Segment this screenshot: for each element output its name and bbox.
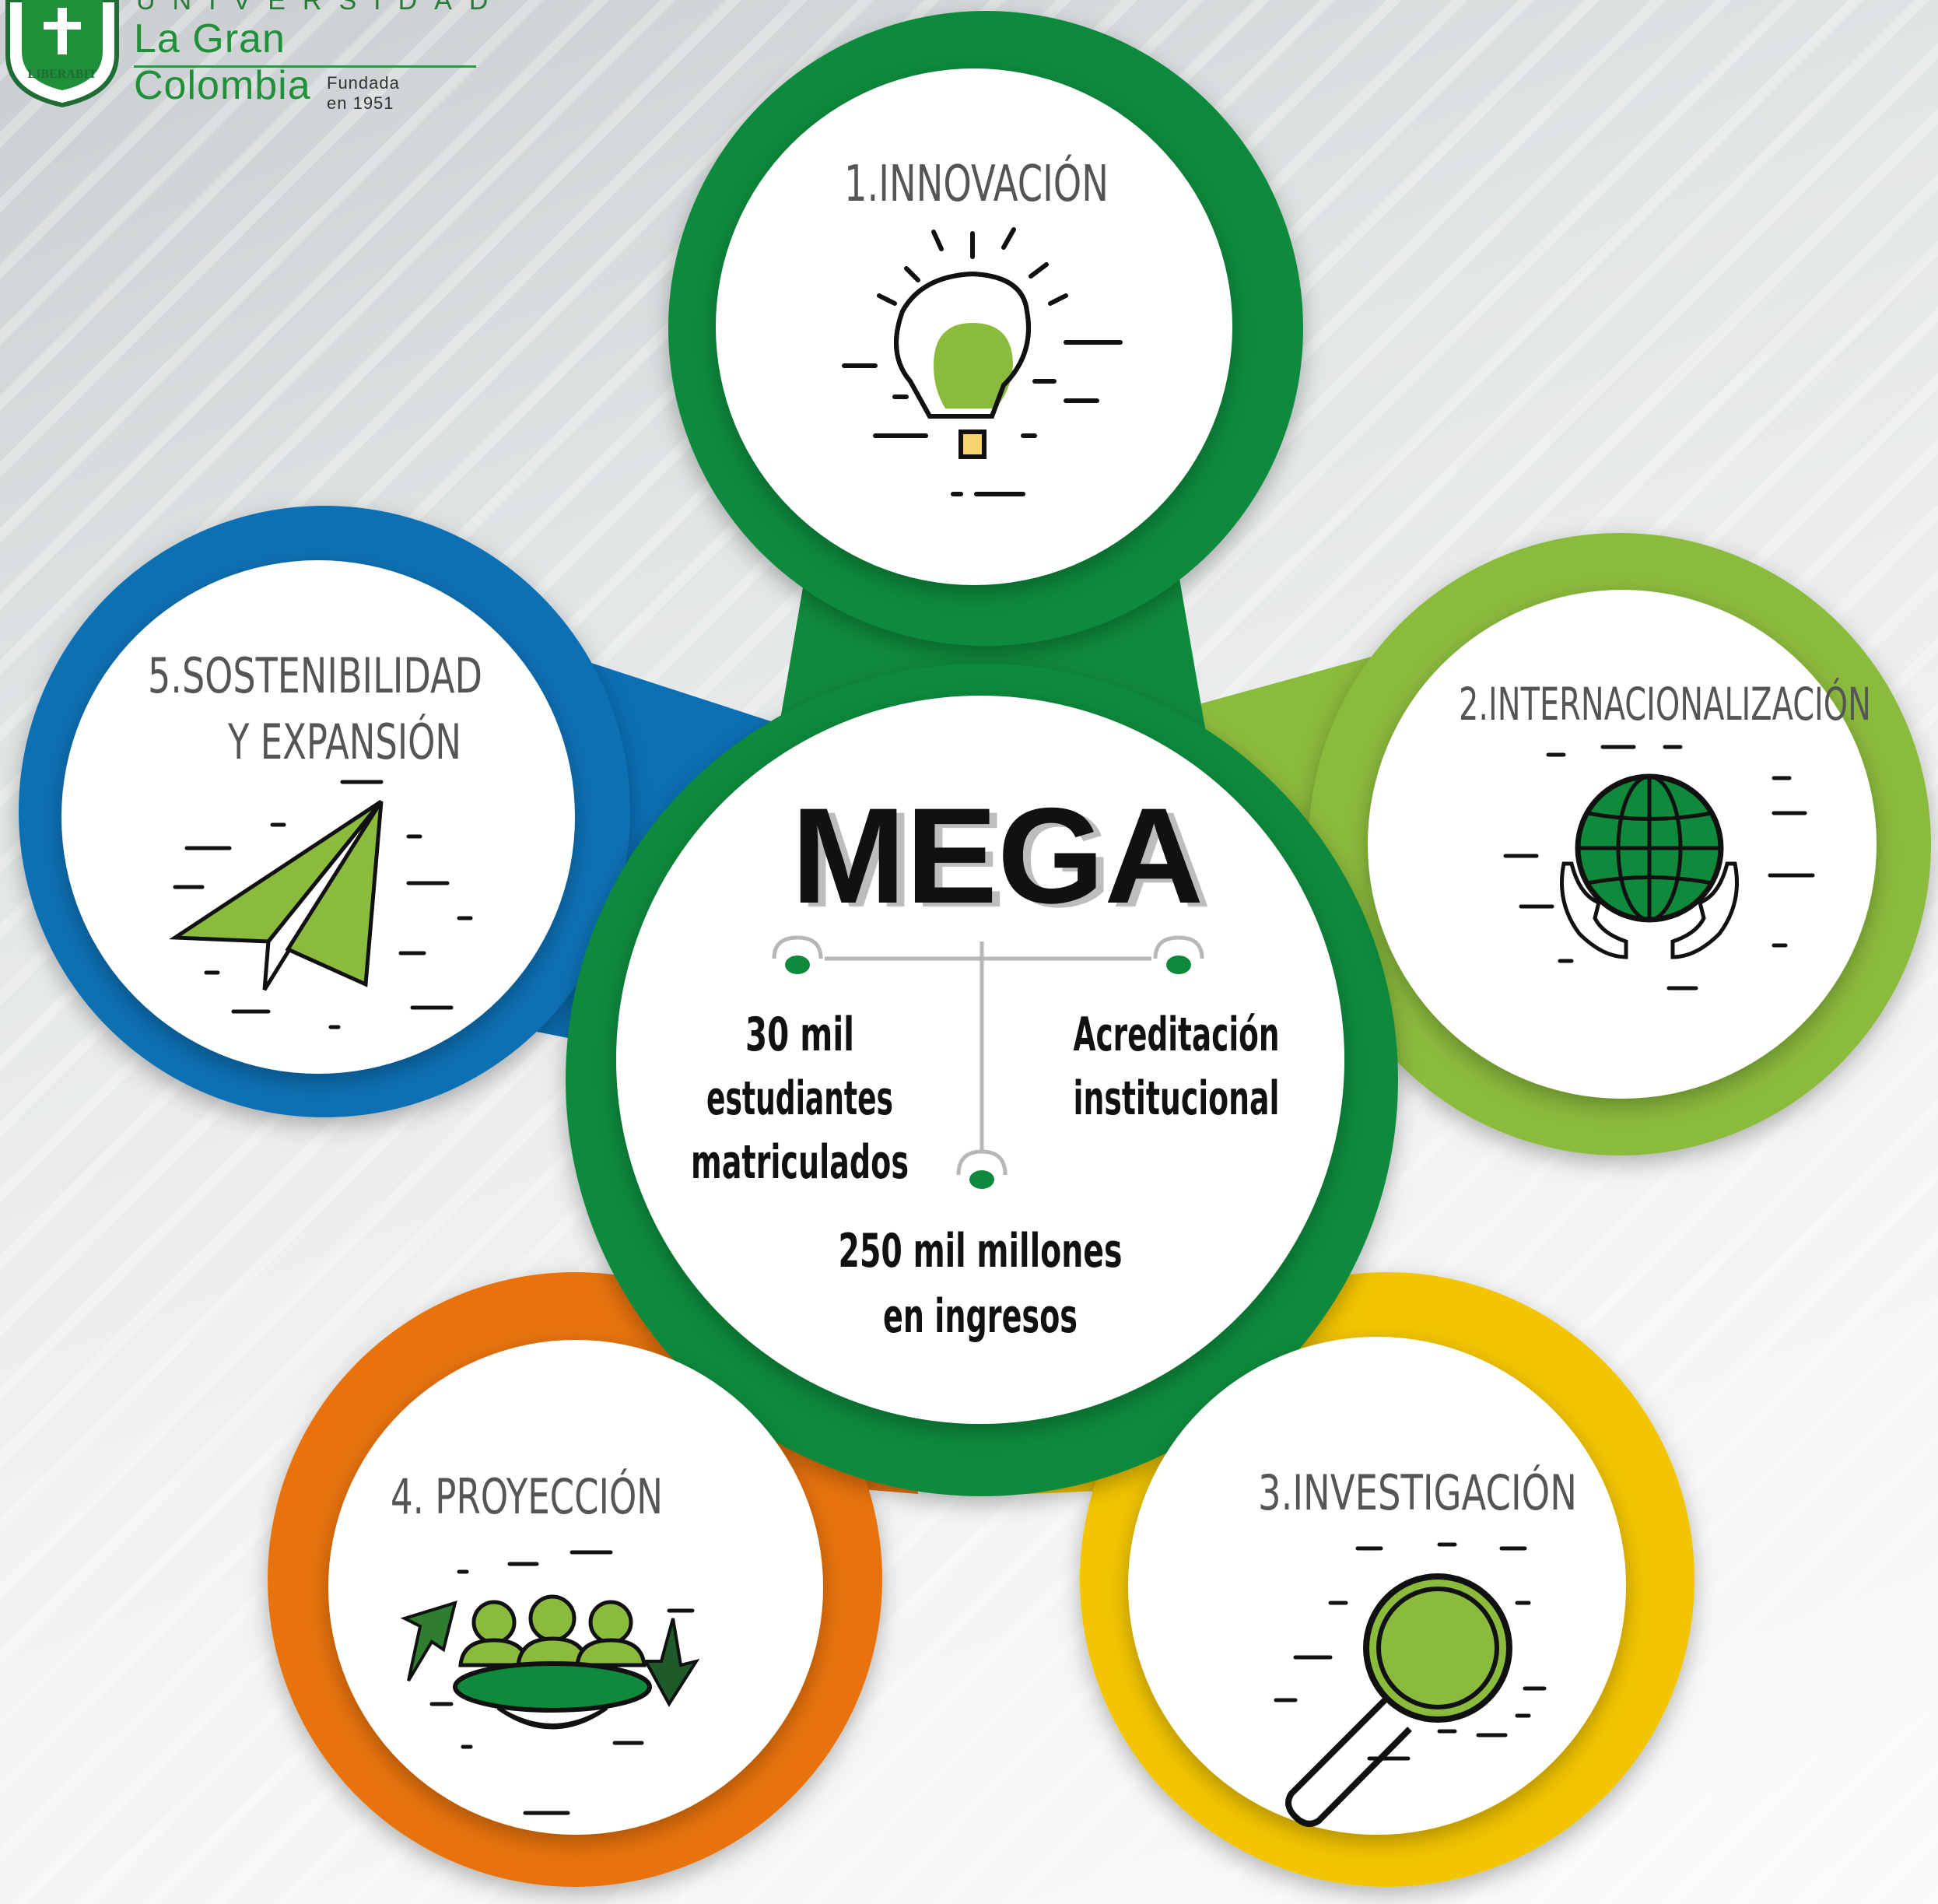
- founded-text: Fundada en 1951: [327, 73, 400, 113]
- mega-title: MEGA: [791, 780, 1204, 932]
- lightbulb-icon: [842, 227, 1123, 496]
- pillar-label-innovacion: 1.INNOVACIÓN: [844, 154, 1109, 213]
- goal-bottom-line1: 250 mil millones: [839, 1224, 1123, 1278]
- pillar-label-sostenibilidad: 5.SOSTENIBILIDAD: [148, 647, 482, 704]
- paper-plane-icon: [169, 780, 473, 1029]
- goal-left-line3: matriculados: [691, 1135, 909, 1190]
- goal-right-line2: institucional: [1074, 1071, 1280, 1126]
- people-table-icon: [400, 1550, 700, 1815]
- goal-bottom-line2: en ingresos: [883, 1289, 1078, 1344]
- university-name: La Gran Colombia: [134, 16, 311, 108]
- center-connector-lines: [772, 935, 1204, 1176]
- pillar-label-proyeccion: 4. PROYECCIÓN: [391, 1468, 663, 1525]
- dot-bottom: [969, 1170, 994, 1189]
- pillar-label-internacionalizacion: 2.INTERNACIONALIZACIÓN: [1459, 677, 1871, 731]
- pillar-label-sostenibilidad-2: Y EXPANSIÓN: [227, 714, 461, 770]
- university-seal-icon: LIBERABIT: [5, 0, 119, 108]
- university-line1: UNIVERSIDAD: [136, 0, 506, 16]
- pillar-label-investigacion: 3.INVESTIGACIÓN: [1258, 1464, 1577, 1521]
- globe-hands-icon: [1503, 745, 1815, 991]
- goal-left-line2: estudiantes: [706, 1071, 893, 1126]
- mega-title-shadow: MEGA: [799, 784, 1211, 936]
- dot-left: [785, 956, 810, 974]
- goal-right-line1: Acreditación: [1074, 1008, 1280, 1062]
- magnifier-icon: [1274, 1542, 1547, 1827]
- disc-investigacion: [1128, 1337, 1626, 1835]
- dot-right: [1166, 956, 1191, 974]
- seal-motto: LIBERABIT: [28, 68, 97, 81]
- header-rule: [134, 65, 476, 68]
- disc-sostenibilidad: [61, 560, 575, 1074]
- disc-proyeccion: [328, 1340, 823, 1835]
- goal-left-line1: 30 mil: [745, 1008, 854, 1062]
